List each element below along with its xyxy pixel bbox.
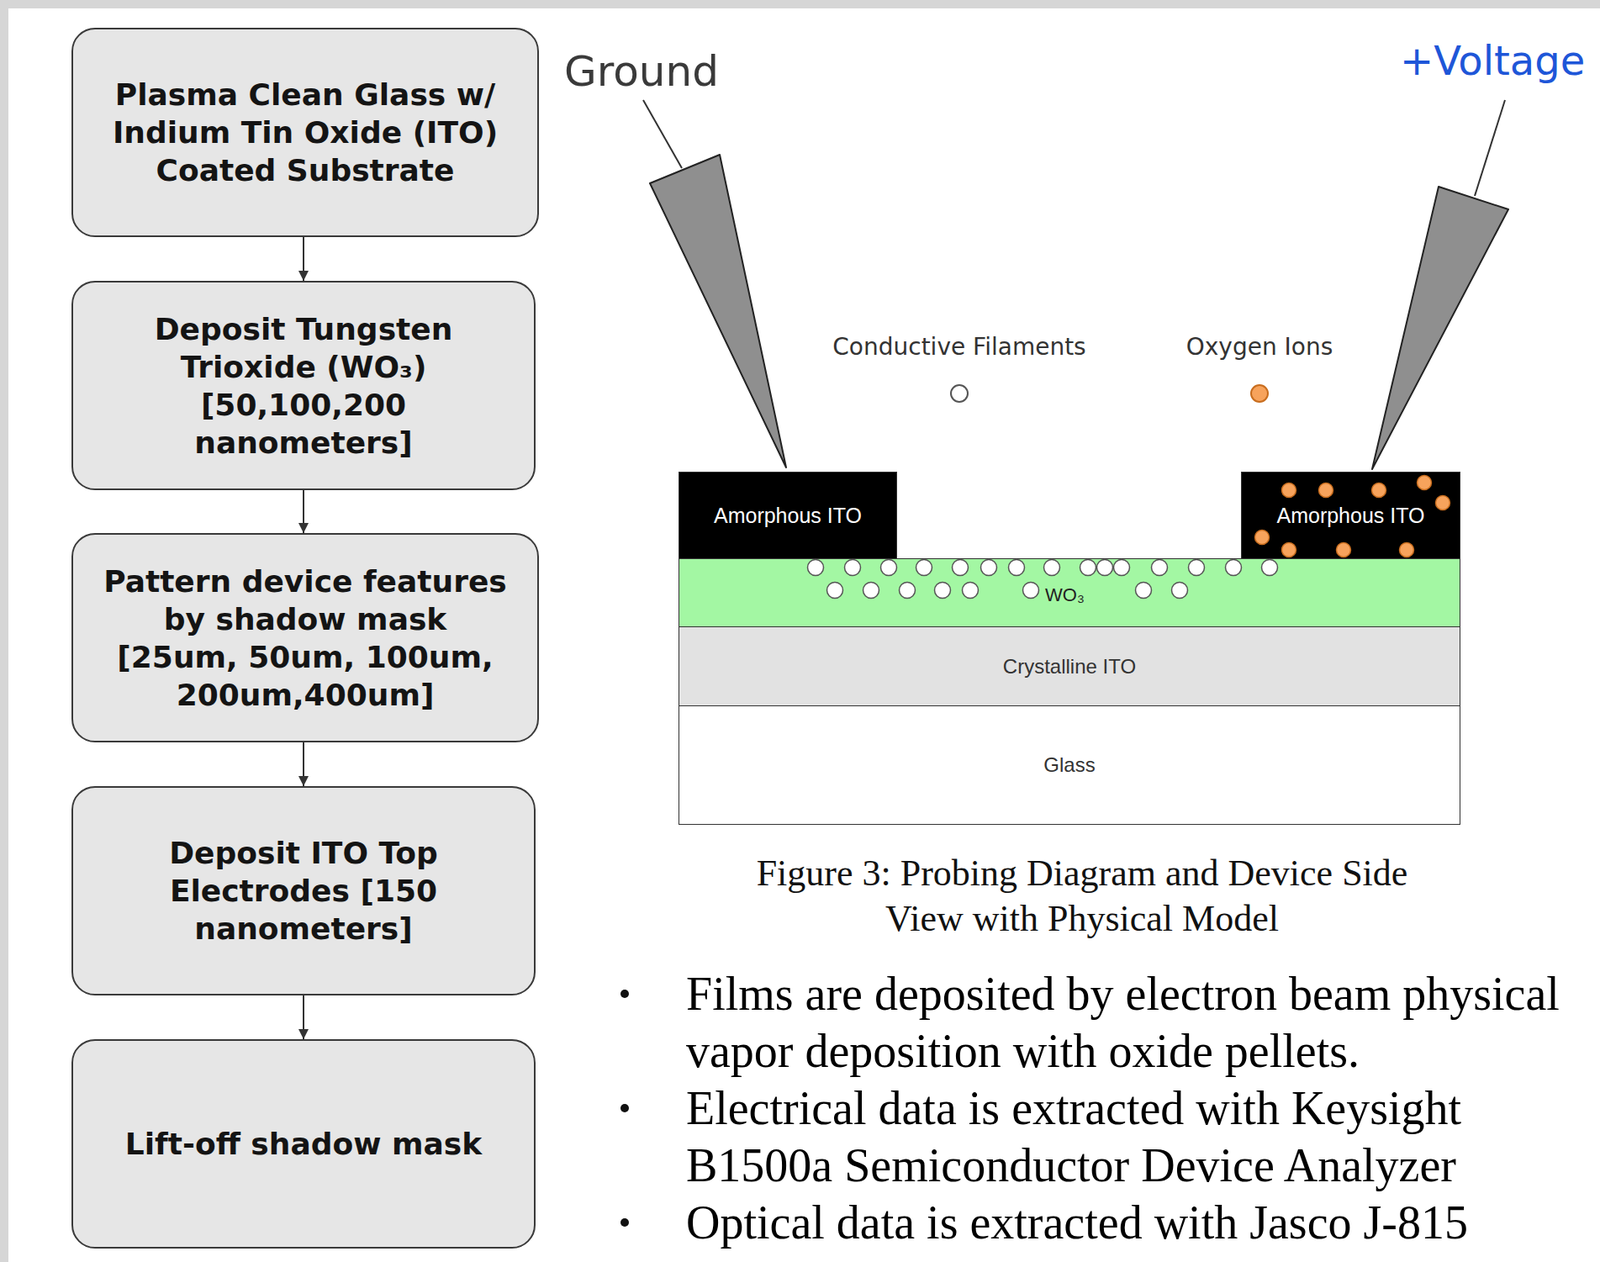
oxygen-ion bbox=[1319, 483, 1334, 498]
ground-wire bbox=[643, 100, 682, 169]
process-arrow bbox=[302, 490, 305, 534]
conductive-filament bbox=[1188, 559, 1205, 576]
layer-label: Amorphous ITO bbox=[713, 502, 862, 529]
process-box: Deposit Tungsten Trioxide (WO₃) [50,100,… bbox=[71, 280, 536, 491]
process-arrow bbox=[302, 237, 305, 281]
oxygen-ion bbox=[1282, 483, 1297, 498]
oxygen-ion bbox=[1255, 530, 1270, 545]
conductive-filament bbox=[1023, 582, 1040, 599]
layer-label: Amorphous ITO bbox=[1276, 502, 1425, 529]
conductive-filament bbox=[1151, 559, 1168, 576]
signal-label: +Voltage bbox=[1399, 36, 1585, 85]
layer-label: Glass bbox=[1043, 752, 1095, 778]
bullet-marker bbox=[620, 1103, 629, 1113]
oxygen-ion bbox=[1399, 543, 1415, 558]
figure-caption: Figure 3: Probing Diagram and Device Sid… bbox=[737, 850, 1427, 942]
voltage-wire bbox=[1474, 100, 1505, 196]
bullet-note: Electrical data is extracted with Keysig… bbox=[686, 1079, 1594, 1194]
bullet-marker bbox=[620, 1218, 629, 1227]
bullet-note: Optical data is extracted with Jasco J-8… bbox=[686, 1193, 1594, 1252]
conductive-filament bbox=[981, 559, 998, 576]
conductive-filament bbox=[1097, 559, 1114, 576]
conductive-filament bbox=[881, 559, 898, 576]
oxygen-ion bbox=[1336, 543, 1352, 558]
glass-substrate: Glass bbox=[678, 705, 1461, 825]
process-step-text: Pattern device features by shadow mask bbox=[86, 562, 524, 639]
conductive-filament bbox=[916, 559, 933, 576]
amorphous-ito-electrode: Amorphous ITO bbox=[1240, 471, 1461, 560]
conductive-filament bbox=[934, 582, 951, 599]
conductive-filament bbox=[807, 559, 824, 576]
legend-item: Conductive Filaments bbox=[791, 332, 1128, 403]
conductive-filament bbox=[844, 559, 861, 576]
conductive-filament bbox=[1080, 559, 1097, 576]
bullet-item: Films are deposited by electron beam phy… bbox=[686, 965, 1594, 1080]
oxygen-ion bbox=[1417, 475, 1432, 491]
amorphous-ito-electrode: Amorphous ITO bbox=[678, 471, 898, 560]
legend-item: Oxygen Ions bbox=[1162, 332, 1357, 403]
legend-swatch bbox=[1250, 384, 1269, 403]
process-box: Plasma Clean Glass w/ Indium Tin Oxide (… bbox=[71, 27, 539, 238]
oxygen-ion bbox=[1436, 496, 1451, 511]
conductive-filament bbox=[863, 582, 880, 599]
layer-label: WO₃ bbox=[1045, 584, 1085, 607]
oxygen-ion bbox=[1372, 483, 1387, 498]
process-step-text: Lift-off shadow mask bbox=[125, 1124, 482, 1163]
bullet-item: Electrical data is extracted with Keysig… bbox=[686, 1079, 1594, 1194]
conductive-filament bbox=[1262, 559, 1278, 576]
wo3-layer: WO₃ bbox=[678, 558, 1461, 628]
conductive-filament bbox=[952, 559, 969, 576]
conductive-filament bbox=[1044, 559, 1061, 576]
oxygen-ion bbox=[1282, 543, 1297, 558]
legend-text: Conductive Filaments bbox=[791, 332, 1128, 362]
probe-tip bbox=[649, 154, 787, 468]
process-step-text: Plasma Clean Glass w/ Indium Tin Oxide (… bbox=[86, 75, 524, 190]
conductive-filament bbox=[1008, 559, 1025, 576]
process-step-text: Deposit Tungsten Trioxide (WO₃) [50,100,… bbox=[135, 310, 472, 462]
conductive-filament bbox=[1225, 559, 1242, 576]
process-step-text: [25um, 50um, 100um, 200um,400um] bbox=[86, 638, 524, 714]
conductive-filament bbox=[827, 582, 844, 599]
process-arrow bbox=[302, 995, 305, 1040]
bullet-item: Optical data is extracted with Jasco J-8… bbox=[686, 1193, 1594, 1252]
signal-label: Ground bbox=[564, 46, 719, 97]
conductive-filament bbox=[1114, 559, 1131, 576]
bullet-note: Films are deposited by electron beam phy… bbox=[686, 965, 1594, 1080]
bullet-list: Films are deposited by electron beam phy… bbox=[686, 965, 1594, 1252]
process-arrow bbox=[302, 742, 305, 787]
process-box: Pattern device features by shadow mask[2… bbox=[71, 533, 539, 743]
process-step-text: Deposit ITO Top Electrodes [150 nanomete… bbox=[135, 834, 472, 948]
process-box: Deposit ITO Top Electrodes [150 nanomete… bbox=[71, 786, 536, 996]
probe-tip bbox=[1372, 186, 1509, 470]
conductive-filament bbox=[899, 582, 916, 599]
process-box: Lift-off shadow mask bbox=[71, 1039, 536, 1249]
conductive-filament bbox=[1135, 582, 1152, 599]
legend-text: Oxygen Ions bbox=[1162, 332, 1357, 362]
layer-label: Crystalline ITO bbox=[1003, 654, 1136, 680]
conductive-filament bbox=[962, 582, 979, 599]
conductive-filament bbox=[1172, 582, 1189, 599]
crystalline-ito-layer: Crystalline ITO bbox=[678, 626, 1461, 707]
legend-swatch bbox=[950, 384, 969, 403]
bullet-marker bbox=[620, 989, 629, 999]
